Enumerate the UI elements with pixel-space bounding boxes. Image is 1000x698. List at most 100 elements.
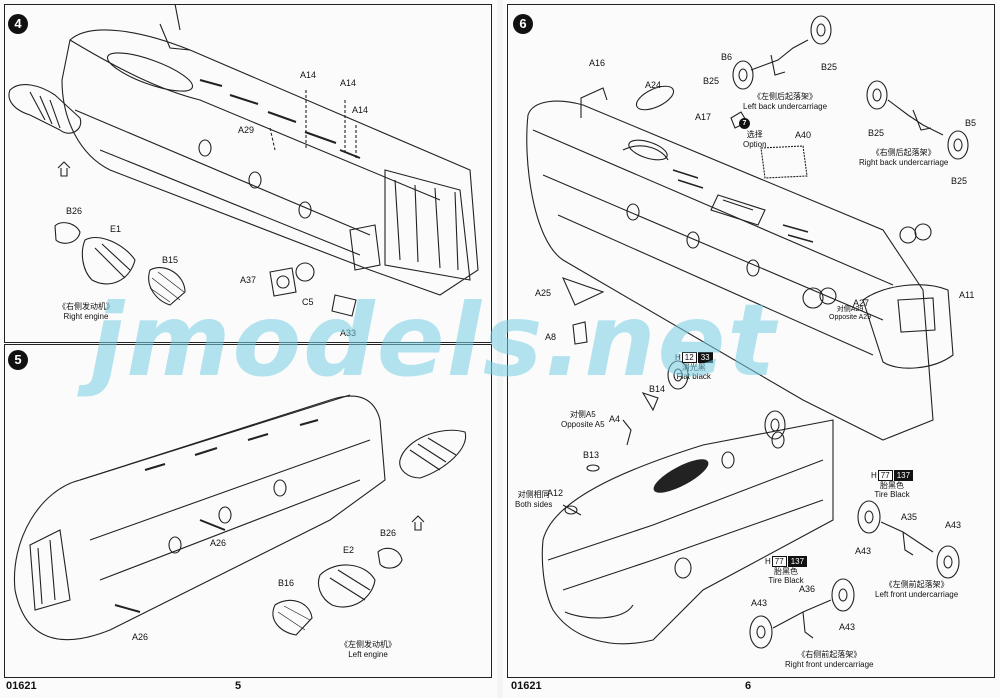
label-a17: A17 bbox=[695, 112, 712, 122]
label-a35: A35 bbox=[901, 512, 918, 522]
option-caption: 选择 Option bbox=[743, 130, 767, 150]
left-front-caption: 《左侧前起落架》 Left front undercarriage bbox=[875, 580, 958, 600]
right-front-caption-en: Right front undercarriage bbox=[785, 660, 874, 669]
step5-engine-upper bbox=[399, 429, 467, 479]
step5-frame bbox=[4, 344, 492, 678]
paint-code: 137 bbox=[787, 556, 808, 567]
label-b25: B25 bbox=[951, 176, 968, 186]
step4-fuselage bbox=[61, 29, 479, 296]
label-a25: A25 bbox=[535, 288, 552, 298]
right-engine-caption-en: Right engine bbox=[63, 312, 109, 321]
label-b25: B25 bbox=[703, 76, 720, 86]
left-page-drawings bbox=[8, 3, 479, 641]
step4-badge: 4 bbox=[8, 14, 28, 34]
label-a33: A33 bbox=[340, 328, 357, 338]
left-engine-caption-en: Left engine bbox=[348, 650, 388, 659]
step4-frame bbox=[4, 4, 492, 343]
step6-badge: 6 bbox=[513, 14, 533, 34]
label-a24: A24 bbox=[645, 80, 662, 90]
right-page: 6 A16 A24 A17 7 选择 Option A40 B6 B25 B25… bbox=[503, 0, 1000, 698]
label-a14: A14 bbox=[300, 70, 317, 80]
left-engine-e2 bbox=[317, 564, 376, 608]
a11-pylon bbox=[862, 284, 954, 369]
paint-code: 77 bbox=[877, 470, 893, 481]
left-back-caption-en: Left back undercarriage bbox=[743, 102, 828, 111]
label-b15: B15 bbox=[162, 255, 179, 265]
left-engine-b16 bbox=[272, 599, 313, 636]
label-b14: B14 bbox=[649, 384, 666, 394]
label-b26: B26 bbox=[66, 206, 83, 216]
left-back-wheel bbox=[732, 60, 754, 90]
step4-engine-upper bbox=[8, 84, 82, 134]
right-front-caption: 《右侧前起落架》 Right front undercarriage bbox=[785, 650, 874, 670]
label-a26: A26 bbox=[132, 632, 149, 642]
right-back-caption-en: Right back undercarriage bbox=[859, 158, 949, 167]
opposite-a5-caption-cn: 对侧A5 bbox=[569, 410, 596, 419]
paint-code: 137 bbox=[893, 470, 914, 481]
left-engine-caption-cn: 《左侧发动机》 bbox=[340, 640, 396, 649]
paint-code: 33 bbox=[697, 352, 713, 363]
step6-fuselage bbox=[526, 100, 934, 441]
left-front-caption-en: Left front undercarriage bbox=[875, 590, 959, 599]
label-e1: E1 bbox=[110, 224, 122, 234]
label-b6: B6 bbox=[721, 52, 733, 62]
label-a4: A4 bbox=[609, 414, 621, 424]
label-a43: A43 bbox=[855, 546, 872, 556]
label-a14: A14 bbox=[352, 105, 369, 115]
option-caption-en: Option bbox=[743, 140, 767, 149]
label-b5: B5 bbox=[965, 118, 977, 128]
left-back-wheel bbox=[810, 15, 832, 45]
label-a27: A27 bbox=[853, 298, 870, 308]
right-front-caption-cn: 《右侧前起落架》 bbox=[797, 650, 862, 659]
label-b16: B16 bbox=[278, 578, 295, 588]
left-engine-b26 bbox=[377, 547, 403, 569]
right-footer-code: 01621 bbox=[511, 680, 542, 692]
label-a43: A43 bbox=[839, 622, 856, 632]
right-front-wheel bbox=[749, 615, 773, 649]
label-a11: A11 bbox=[959, 290, 975, 300]
option-caption-cn: 选择 bbox=[746, 130, 763, 139]
opposite-a29-caption-cn: 对侧A29 bbox=[836, 306, 864, 313]
left-back-caption-cn: 《左侧后起落架》 bbox=[753, 92, 818, 101]
label-a29: A29 bbox=[238, 125, 255, 135]
label-a43: A43 bbox=[945, 520, 962, 530]
a25-part bbox=[561, 277, 605, 306]
opposite-a5-caption-en: Opposite A5 bbox=[561, 420, 605, 429]
left-page: 4 A14 A14 A14 A29 A37 C5 A33 B26 E1 B15 … bbox=[0, 0, 497, 698]
left-page-number: 5 bbox=[235, 680, 242, 692]
paint-hobby-mark: H bbox=[675, 353, 681, 362]
paint-flat-black-cn: 消光黑 bbox=[681, 363, 706, 372]
right-page-drawings bbox=[526, 15, 969, 649]
right-back-wheel bbox=[947, 130, 969, 160]
both-sides-caption-cn: 对侧相同 bbox=[517, 490, 550, 499]
paint-tire-black-2-cn: 胎黑色 bbox=[774, 567, 799, 576]
paint-code: 12 bbox=[681, 352, 697, 363]
step6-frame bbox=[507, 4, 995, 678]
label-e2: E2 bbox=[343, 545, 355, 555]
right-back-caption-cn: 《右侧后起落架》 bbox=[871, 148, 936, 157]
left-front-wheel bbox=[936, 545, 960, 579]
label-b25: B25 bbox=[868, 128, 885, 138]
step6-front-fuselage bbox=[541, 419, 834, 645]
paint-hobby-mark: H bbox=[871, 471, 877, 480]
right-engine-b26 bbox=[54, 222, 81, 244]
label-b13: B13 bbox=[583, 450, 600, 460]
left-footer-code: 01621 bbox=[6, 680, 37, 692]
left-front-wheel bbox=[857, 500, 881, 534]
label-a37: A37 bbox=[240, 275, 257, 285]
right-front-wheel bbox=[831, 578, 855, 612]
paint-tire-black-2-en: Tire Black bbox=[768, 576, 804, 585]
right-engine-caption: 《右侧发动机》 Right engine bbox=[58, 302, 114, 322]
right-page-number: 6 bbox=[745, 680, 752, 692]
right-back-caption: 《右侧后起落架》 Right back undercarriage bbox=[859, 148, 948, 168]
left-engine-caption: 《左侧发动机》 Left engine bbox=[340, 640, 396, 660]
paint-flat-black-en: Flat black bbox=[676, 372, 711, 381]
paint-tire-black-1-en: Tire Black bbox=[874, 490, 910, 499]
label-a36: A36 bbox=[799, 584, 816, 594]
opposite-a29-caption-en: Opposite A29 bbox=[829, 314, 872, 321]
label-a8: A8 bbox=[545, 332, 557, 342]
